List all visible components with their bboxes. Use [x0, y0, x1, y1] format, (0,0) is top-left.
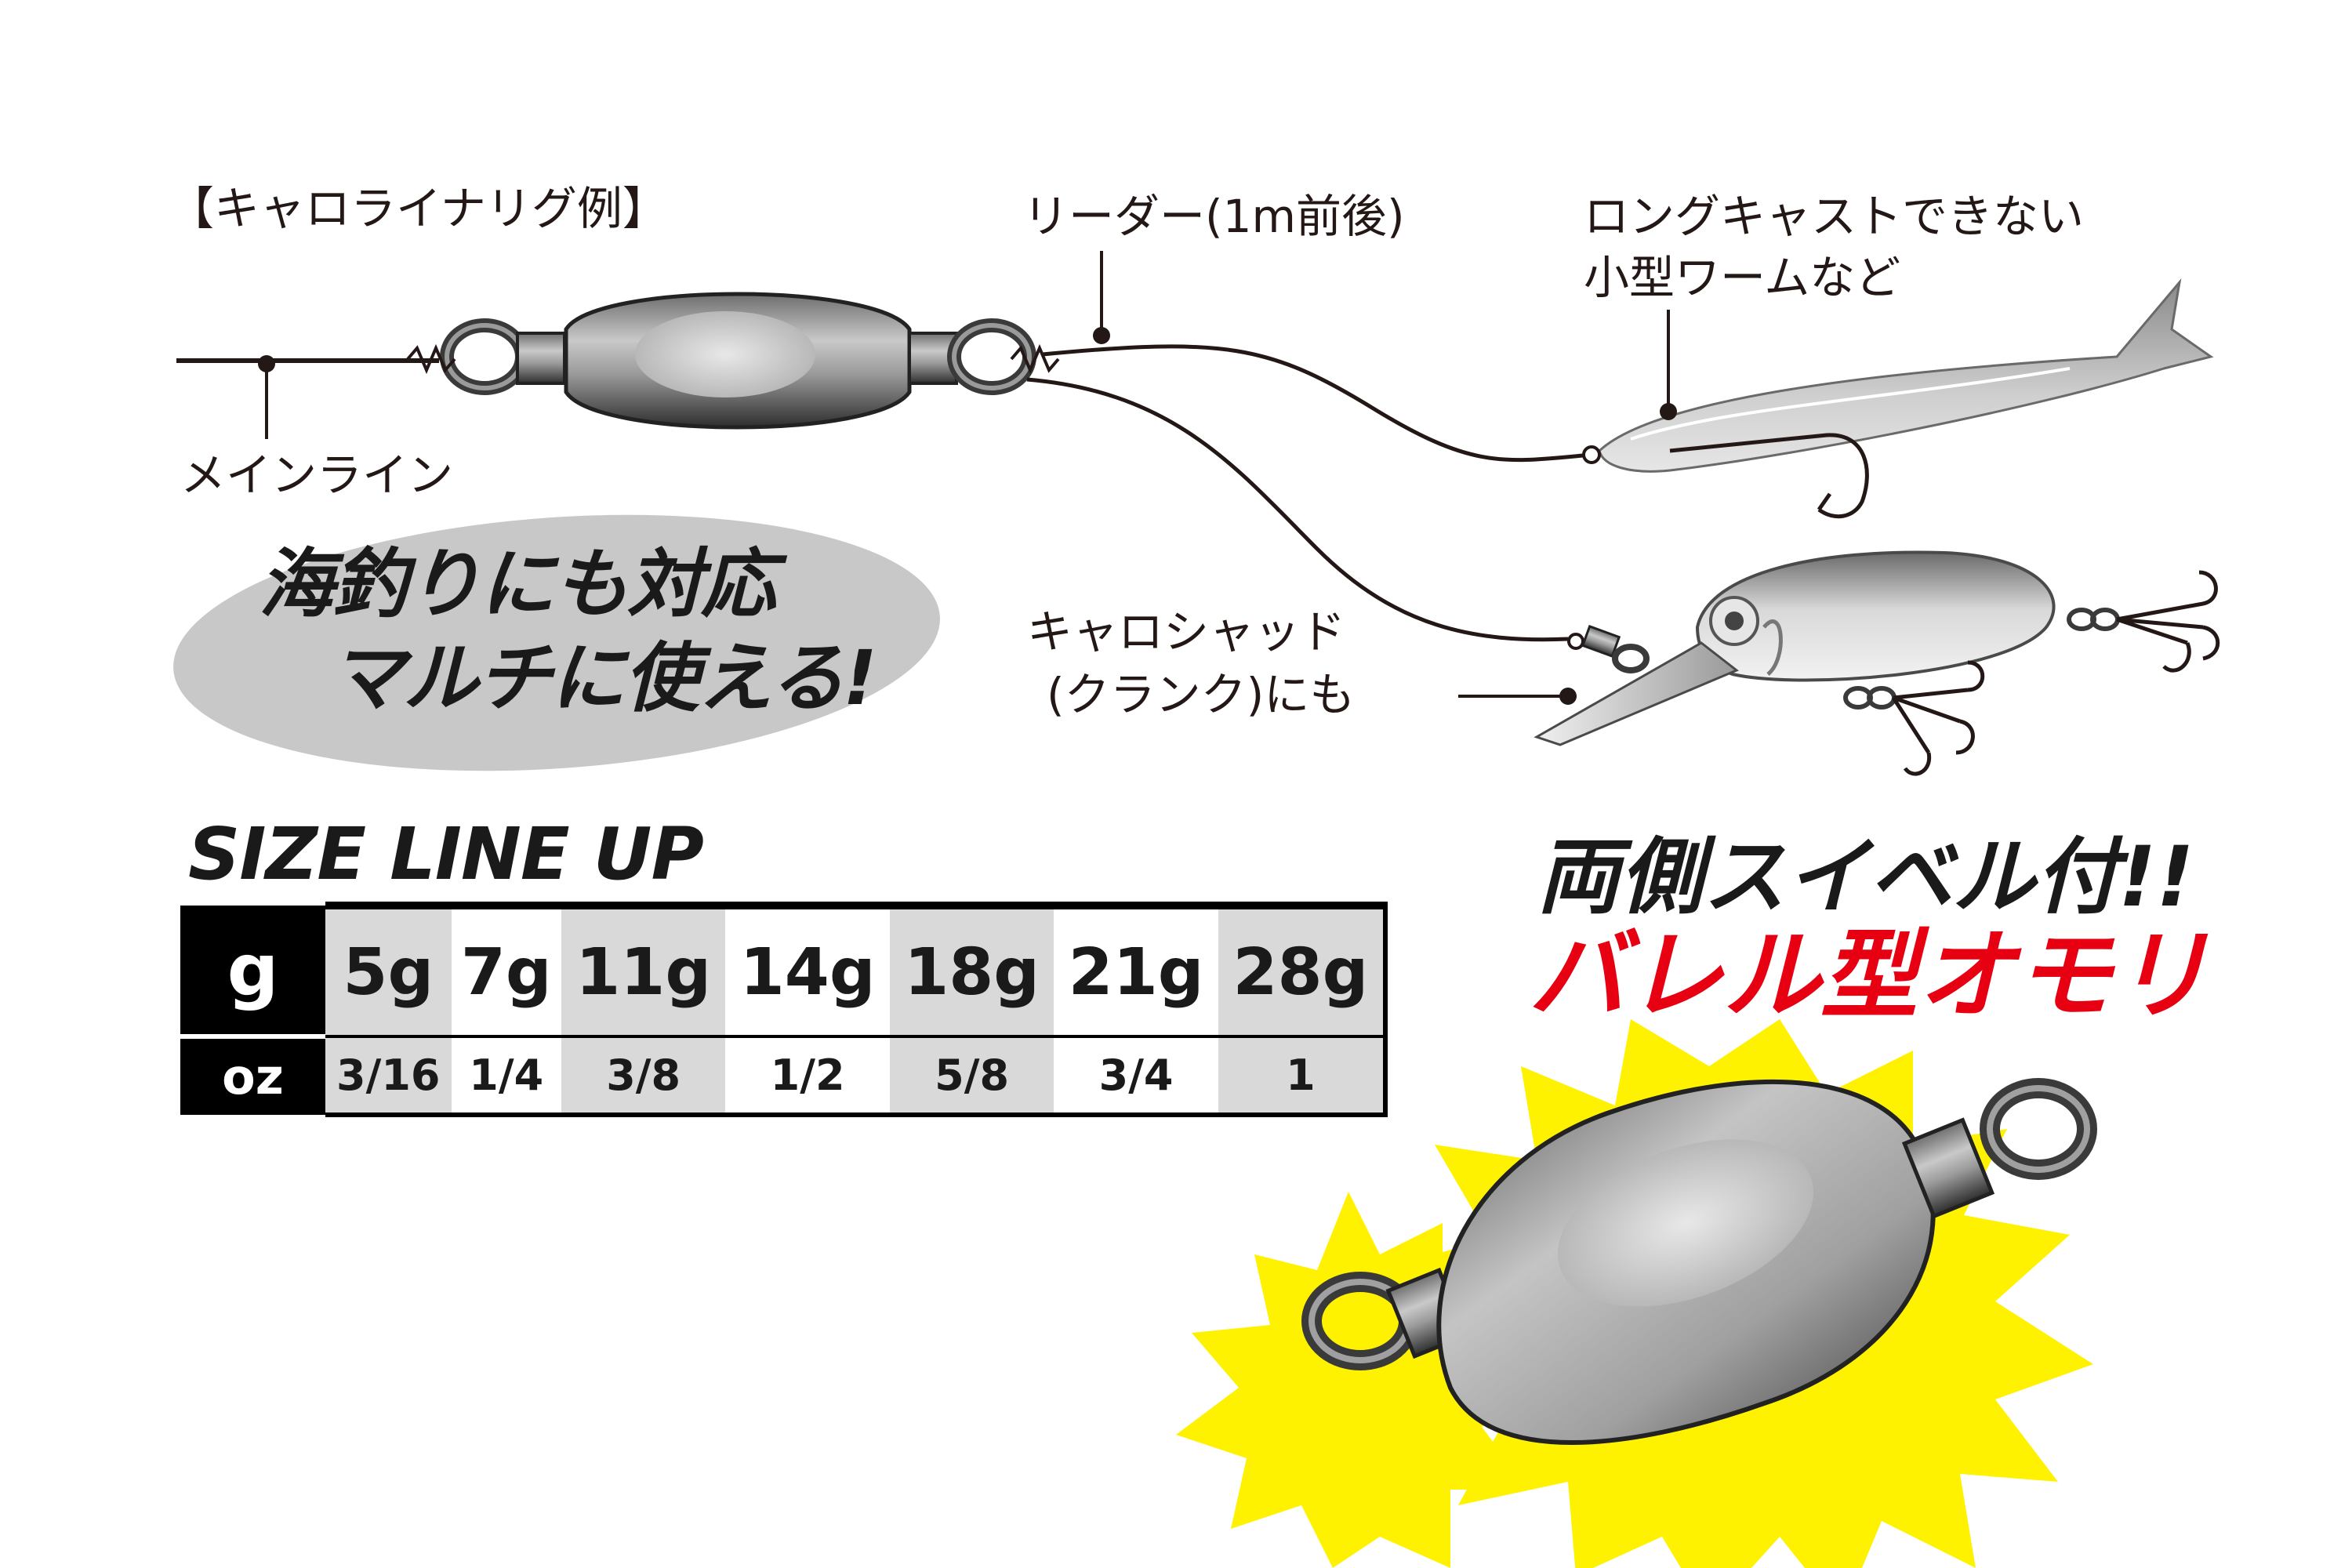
crank-label-line1: キャロシャッド: [1027, 605, 1346, 659]
small-right-swivel: [908, 318, 1036, 395]
grams-cell: 11g: [561, 902, 726, 1038]
crank-pointer-dot: [1559, 688, 1577, 705]
leader-label: リーダー(1m前後): [1023, 190, 1405, 243]
ounces-cell: 5/8: [889, 1036, 1054, 1117]
crank-label-line2: (クランク)にも: [1047, 668, 1356, 721]
size-lineup-table: g 5g 7g 11g 14g 18g 21g 28g oz 3/16 1/4 …: [180, 902, 1388, 1117]
crank-bait: [1534, 550, 2220, 776]
right-knot: [1010, 343, 1060, 375]
grams-row-header: g: [180, 906, 325, 1039]
left-knot: [406, 343, 456, 375]
size-lineup-title: SIZE LINE UP: [188, 812, 704, 896]
ounces-cell: 1: [1218, 1036, 1388, 1117]
big-barrel-sinker: [1301, 1078, 2097, 1445]
worm-label-line1: ロングキャストできない: [1584, 190, 2085, 243]
grams-row: g 5g 7g 11g 14g 18g 21g 28g: [180, 902, 1388, 1039]
grams-cell: 14g: [725, 902, 890, 1038]
ounces-row: oz 3/16 1/4 3/8 1/2 5/8 3/4 1: [180, 1036, 1388, 1117]
yellow-burst-left: [1176, 1192, 1552, 1568]
worm-bait: [1582, 278, 2214, 519]
main-line-label: メインライン: [180, 448, 454, 502]
small-left-swivel: [440, 318, 566, 395]
ounces-row-header: oz: [180, 1036, 325, 1115]
main-line-pointer-dot: [258, 355, 275, 372]
ounces-cell: 1/2: [725, 1036, 890, 1117]
slogan-line2: マルチに使える!: [329, 634, 877, 722]
ounces-cell: 3/8: [561, 1036, 726, 1117]
leader-pointer-dot: [1093, 327, 1110, 344]
slogan-oval: [173, 514, 940, 771]
ounces-cell: 1/4: [451, 1036, 561, 1117]
ounces-cell: 3/16: [325, 1036, 452, 1117]
leader-line-to-worm: [1042, 344, 1592, 463]
ounces-cell: 3/4: [1054, 1036, 1218, 1117]
rig-title: 【キャロライナリグ例】: [169, 182, 668, 235]
grams-cell: 18g: [889, 902, 1054, 1038]
grams-cell: 7g: [451, 902, 561, 1038]
badge-line1: 両側スイベル付!!: [1537, 829, 2194, 925]
slogan-line1: 海釣りにも対応: [259, 540, 776, 628]
badge-line2: バレル型オモリ: [1529, 920, 2210, 1033]
grams-cell: 28g: [1218, 902, 1388, 1038]
small-barrel-sinker: [564, 292, 912, 430]
leader-line-to-crank: [1026, 377, 1569, 642]
worm-label-line2: 小型ワームなど: [1584, 251, 1901, 304]
worm-pointer-dot: [1660, 403, 1677, 420]
grams-cell: 5g: [325, 902, 452, 1038]
grams-cell: 21g: [1054, 902, 1218, 1038]
